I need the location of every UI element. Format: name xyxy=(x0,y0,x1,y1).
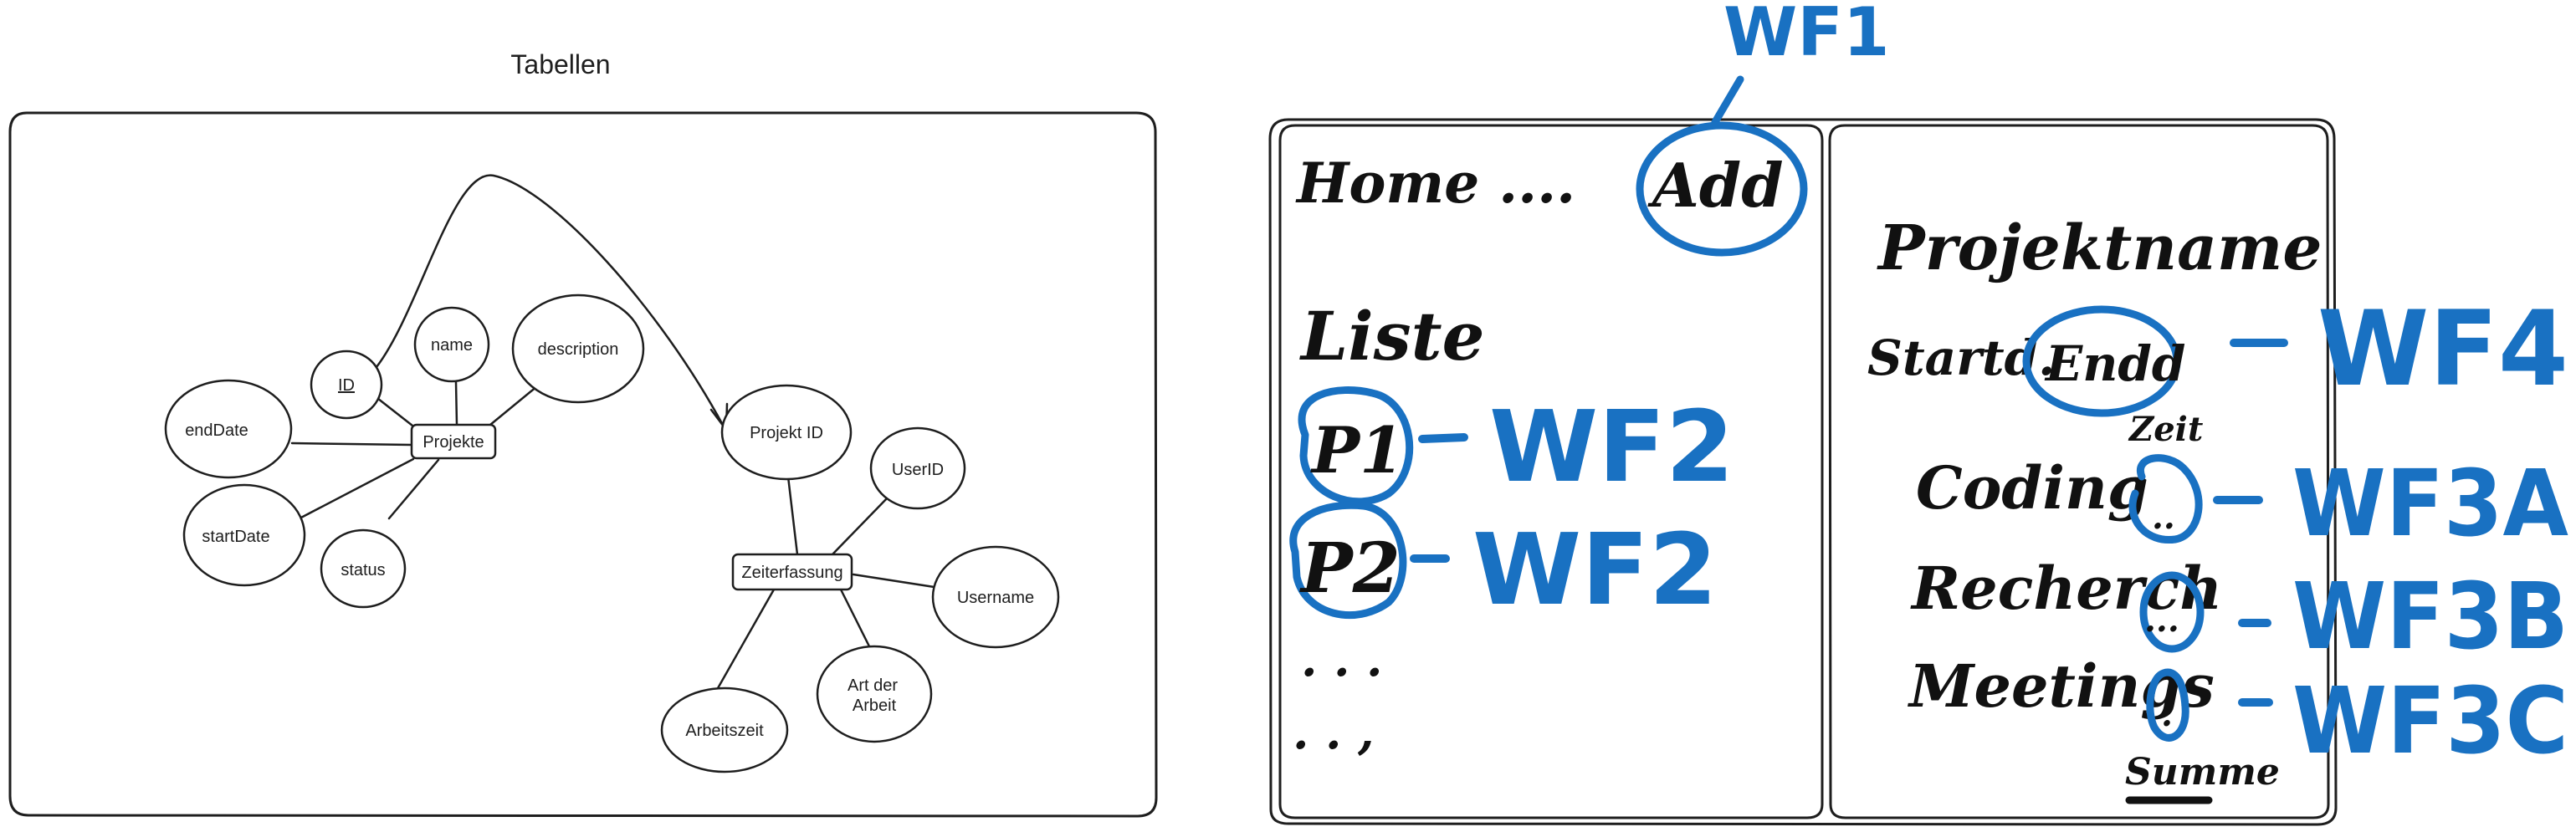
wireframe-left-panel xyxy=(1278,124,1824,819)
meetings-row-label: Meetings xyxy=(1908,651,2215,721)
wireframe-outer-frame xyxy=(1268,118,2338,826)
wf3b-label: WF3B xyxy=(2292,563,2568,670)
attribute-description: description xyxy=(511,293,645,404)
attribute-username-label: Username xyxy=(957,589,1034,607)
coding-cell-value: .. xyxy=(2152,498,2175,537)
list-item-p2: P2 xyxy=(1299,528,1401,609)
liste-heading: Liste xyxy=(1299,297,1485,375)
recherche-cell-highlight xyxy=(2139,571,2205,653)
attribute-art-der-arbeit: Art der Arbeit xyxy=(816,645,933,743)
attribute-id-label: ID xyxy=(338,376,355,395)
relation-arrow xyxy=(371,174,726,430)
er-diagram: Tabellen ID name xyxy=(8,49,1158,818)
list-item-p1: P1 xyxy=(1310,413,1404,487)
entity-projekte-label: Projekte xyxy=(423,433,484,452)
enddate-label: Endd xyxy=(2044,335,2186,392)
zeit-column-label: Zeit xyxy=(2128,410,2204,449)
recherche-row-label: Recherch xyxy=(1910,554,2222,623)
attribute-id: ID xyxy=(310,350,383,420)
wireframe-right-panel xyxy=(1828,124,2330,819)
wf2-label-a: WF2 xyxy=(1489,389,1734,504)
home-text: Home .... xyxy=(1295,151,1575,216)
wf3a-label: WF3A xyxy=(2292,450,2568,557)
wf3c-label: WF3C xyxy=(2292,667,2568,774)
coding-row-label: Coding xyxy=(1916,453,2148,523)
p2-highlight xyxy=(1289,501,1407,619)
attribute-user-id-label: UserID xyxy=(892,461,944,479)
projektname-heading: Projektname xyxy=(1877,212,2322,284)
attribute-end-date-label: endDate xyxy=(185,421,248,440)
attribute-projekt-id: Projekt ID xyxy=(720,384,853,481)
attribute-arbeitszeit-label: Arbeitszeit xyxy=(685,722,764,740)
add-button-sketch: Add xyxy=(1647,150,1784,221)
attribute-start-date-label: startDate xyxy=(202,528,269,546)
projekte-connectors xyxy=(290,174,729,520)
attribute-status: status xyxy=(320,528,407,609)
attribute-username: Username xyxy=(931,545,1060,649)
wireframe-sketch: WF1 Home .... Add Liste P1 WF2 P2 WF2 . … xyxy=(1268,0,2568,826)
list-more-dots-2: . . , xyxy=(1293,705,1374,760)
attribute-arbeitszeit: Arbeitszeit xyxy=(660,687,789,773)
attribute-status-label: status xyxy=(341,561,385,579)
er-frame xyxy=(8,111,1158,818)
entity-projekte: Projekte xyxy=(410,423,497,460)
wf1-label: WF1 xyxy=(1723,0,1890,71)
er-diagram-title: Tabellen xyxy=(510,49,610,79)
attribute-end-date: endDate xyxy=(164,379,293,479)
list-more-dots-1: . . . xyxy=(1301,632,1382,687)
entity-zeiterfassung: Zeiterfassung xyxy=(731,553,853,591)
enddate-highlight xyxy=(2022,305,2181,417)
attribute-description-label: description xyxy=(538,340,619,359)
attribute-start-date: startDate xyxy=(182,483,306,587)
recherche-cell-value: ... xyxy=(2144,600,2179,640)
attribute-projekt-id-label: Projekt ID xyxy=(750,424,823,442)
coding-cell-highlight xyxy=(2128,454,2203,544)
attribute-user-id: UserID xyxy=(869,426,966,510)
attribute-art-der-arbeit-line1: Art der xyxy=(848,676,898,695)
meetings-cell-highlight xyxy=(2146,668,2189,742)
entity-zeiterfassung-label: Zeiterfassung xyxy=(741,564,842,582)
wf4-label: WF4 xyxy=(2317,289,2568,410)
attribute-art-der-arbeit-line2: Arbeit xyxy=(853,697,897,715)
wf2-label-b: WF2 xyxy=(1472,512,1718,627)
meetings-cell-value: . xyxy=(2161,695,2173,734)
add-highlight xyxy=(1636,121,1808,257)
zeiterfassung-connectors xyxy=(716,475,941,690)
attribute-name: name xyxy=(413,306,490,383)
p1-highlight xyxy=(1298,386,1414,506)
attribute-name-label: name xyxy=(431,336,473,355)
summe-label: Summe xyxy=(2125,751,2280,794)
